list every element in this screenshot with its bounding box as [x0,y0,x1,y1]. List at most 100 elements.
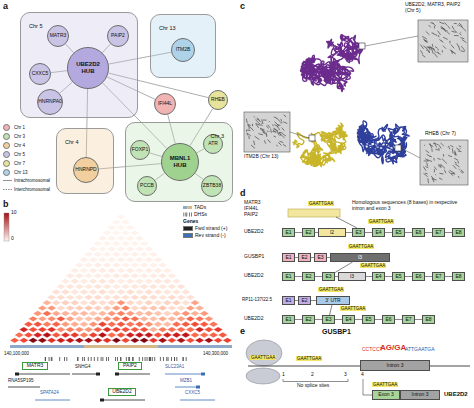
heatmap-cell [163,268,172,273]
texture-stroke [438,31,441,35]
dhs-tick [182,357,184,361]
heatmap-cell [98,236,107,241]
heatmap-cell [149,327,158,332]
heatmap-cell [140,316,149,321]
node-text: UBE2D2 HUB [70,61,106,75]
heatmap-cell [98,279,107,284]
node-text: I3 [350,274,354,280]
heatmap-cell [186,327,195,332]
texture-stroke [441,143,444,146]
texture-stroke [450,145,453,147]
panel-letter: e [240,326,245,336]
texture-stroke [430,156,432,158]
dhs-tick [171,357,173,361]
heatmap-cell [190,300,199,305]
heatmap-cell [130,252,139,257]
heatmap-cell [195,338,204,343]
heatmap-cell [103,284,112,289]
texture-stroke [270,129,272,133]
heatmap-cell [209,322,218,327]
dhs-tick [108,357,110,361]
heatmap-cell [158,273,167,278]
heatmap-cell [140,305,149,310]
heatmap-cell [75,295,84,300]
panel-letter: a [3,1,8,11]
texture-stroke [428,50,430,53]
heatmap-cell [135,257,144,262]
heatmap-cell [135,289,144,294]
connector [330,305,332,315]
dhs-tick [106,357,108,361]
heatmap-cell [38,305,47,310]
heatmap-cell [121,262,130,267]
heatmap-cell [181,289,190,294]
texture-stroke [279,141,283,142]
node-text: E3 [325,317,331,323]
dhs-tick [149,357,151,361]
dhs-tick [166,357,168,361]
texture-stroke [444,22,447,25]
heatmap-cell [107,311,116,316]
dhs-tick [51,357,53,361]
heatmap-cell [24,332,33,337]
node-text: ATR [208,141,218,147]
heatmap-cell [204,316,213,321]
zoom-marker [359,43,365,49]
legend-text: TADs [194,205,206,211]
texture-stroke [450,50,455,54]
color-scale [4,213,9,241]
heatmap-cell [163,289,172,294]
gene-node: MATR3 [47,25,69,47]
scale-value: 0 [11,236,14,242]
texture-stroke [459,46,460,50]
gene-exon [201,373,205,376]
texture-stroke [428,47,430,50]
exon-box: E6 [412,228,425,237]
inset-panels [244,20,468,185]
texture-stroke [459,146,462,147]
pointer-line [363,379,372,395]
heatmap-cell [158,338,167,343]
hub-node: MBNL1 HUB [161,143,199,181]
heatmap-cell [42,332,51,337]
texture-stroke [246,130,247,132]
heatmap-cell [61,332,70,337]
scale-value: 10 [11,210,17,216]
chromosome-region: Chr 3MBNL1 HUBFOXP1ATRPCCBZBTB38 [125,122,233,202]
dhs-tick [77,357,79,361]
node-text: E7 [435,230,441,236]
texture-stroke [268,125,270,128]
texture-stroke [459,33,461,35]
texture-stroke [423,173,427,176]
heatmap-cell [121,316,130,321]
heatmap-cell [149,305,158,310]
texture-stroke [274,128,278,133]
texture-stroke [282,134,286,136]
heatmap-cell [209,332,218,337]
intron-box: I3 [330,253,390,262]
heatmap-cell [186,305,195,310]
gene-node: HNRNPD [73,157,99,183]
heatmap-cell [116,322,125,327]
texture-stroke [254,141,255,146]
heatmap-cell [75,284,84,289]
legend-text: Chr 3 [14,134,25,139]
heatmap-cell [112,273,121,278]
texture-stroke [454,152,456,155]
texture-stroke [251,145,255,148]
heatmap-cell [149,252,158,257]
texture-stroke [246,129,250,131]
dhs-tick [114,357,116,361]
legend-entry: Fwd strand (+) [183,226,227,232]
heatmap-cell [56,316,65,321]
node-text: E3 [317,255,323,261]
exon-box: E4 [342,315,355,324]
heatmap-cell [38,316,47,321]
sample-tick [183,213,185,217]
texture-stroke [451,31,455,32]
heatmap-cell [93,295,102,300]
node-text: I3 [358,255,362,261]
exon-box: E7 [402,315,415,324]
legend-sample [183,212,192,217]
